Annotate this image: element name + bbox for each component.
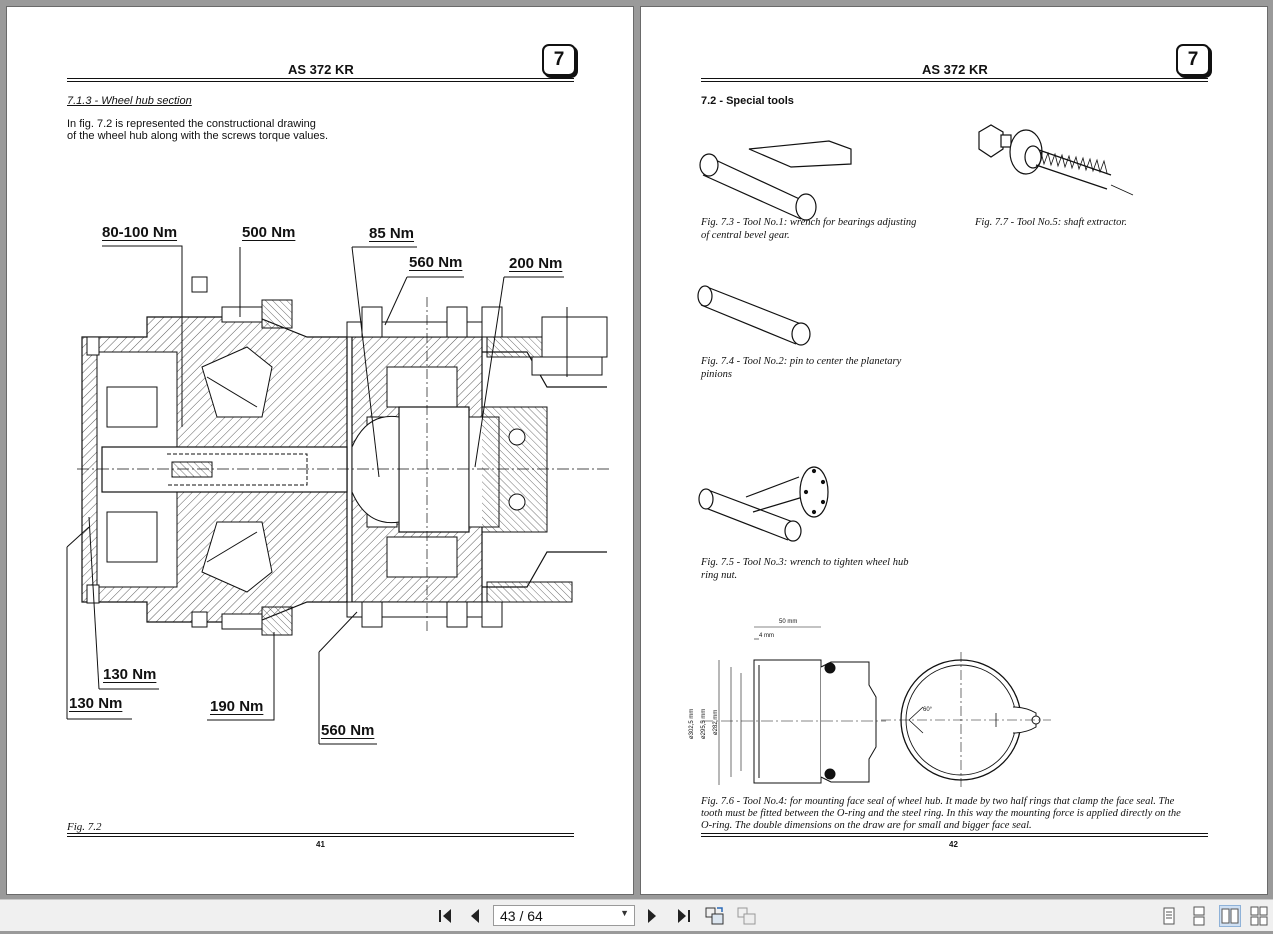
header-title: AS 372 KR — [288, 62, 354, 77]
footer-rule — [701, 833, 1208, 834]
caption-fig-7-3-line1: Fig. 7.3 - Tool No.1: wrench for bearing… — [701, 217, 917, 228]
right-document-page: AS 372 KR 7 7.2 - Special tools — [640, 6, 1268, 895]
tool-4-face-seal-drawing — [701, 626, 1051, 787]
chevron-down-icon: ▼ — [620, 908, 629, 918]
dimension-302: ø302,5 mm — [689, 708, 695, 739]
caption-fig-7-4-line1: Fig. 7.4 - Tool No.2: pin to center the … — [701, 356, 902, 367]
torque-label-80-100: 80-100 Nm — [102, 224, 178, 241]
page-number: 42 — [949, 840, 958, 849]
continuous-view-icon[interactable] — [1188, 905, 1210, 927]
rotate-icon[interactable] — [704, 905, 726, 927]
caption-fig-7-3-line2: of central bevel gear. — [701, 230, 790, 241]
footer-rule-double — [701, 836, 1208, 837]
tool-3-wrench-drawing — [698, 466, 829, 542]
tool-2-pin-drawing — [697, 285, 811, 346]
section-heading: 7.1.3 - Wheel hub section — [67, 95, 192, 107]
section-heading: 7.2 - Special tools — [701, 95, 794, 107]
intro-line-1: In fig. 7.2 is represented the construct… — [67, 118, 316, 130]
torque-label-130-a: 130 Nm — [103, 666, 157, 683]
previous-page-icon[interactable] — [466, 905, 484, 927]
caption-fig-7-6-line1: Fig. 7.6 - Tool No.4: for mounting face … — [701, 796, 1175, 807]
chapter-badge: 7 — [1176, 44, 1210, 76]
footer-rule — [67, 833, 574, 834]
page-number: 41 — [316, 840, 325, 849]
header-rule-double — [67, 81, 574, 82]
dimension-282: ø282 mm — [713, 709, 719, 735]
torque-label-85: 85 Nm — [369, 225, 415, 242]
chapter-badge: 7 — [542, 44, 576, 76]
torque-label-560-top: 560 Nm — [409, 254, 463, 271]
intro-line-2: of the wheel hub along with the screws t… — [67, 130, 329, 142]
wheel-hub-drawing — [66, 245, 612, 745]
torque-label-500: 500 Nm — [242, 224, 296, 241]
header-rule-double — [701, 81, 1208, 82]
torque-label-190: 190 Nm — [210, 698, 264, 715]
tool-1-wrench-drawing — [699, 140, 852, 221]
left-document-page: AS 372 KR 7 7.1.3 - Wheel hub section In… — [6, 6, 634, 895]
first-page-icon[interactable] — [436, 905, 456, 927]
torque-label-200: 200 Nm — [509, 255, 563, 272]
dimension-angle: 60° — [923, 707, 933, 713]
header-rule — [701, 78, 1208, 79]
dimension-295: ø295,5 mm — [701, 708, 707, 739]
footer-rule-double — [67, 836, 574, 837]
last-page-icon[interactable] — [673, 905, 693, 927]
dimension-4mm: 4 mm — [759, 633, 774, 639]
tool-5-shaft-extractor-drawing — [978, 124, 1134, 196]
header-title: AS 372 KR — [922, 62, 988, 77]
two-page-continuous-view-icon[interactable] — [1248, 905, 1270, 927]
caption-fig-7-6-line2: tooth must be fitted between the O-ring … — [701, 808, 1181, 819]
torque-label-130-b: 130 Nm — [69, 695, 123, 712]
caption-fig-7-5-line1: Fig. 7.5 - Tool No.3: wrench to tighten … — [701, 557, 909, 568]
viewer-toolbar: 43 / 64 ▼ — [0, 899, 1273, 931]
fit-page-icon[interactable] — [736, 905, 758, 927]
figure-label: Fig. 7.2 — [67, 821, 102, 833]
dimension-50mm: 50 mm — [779, 619, 798, 625]
page-indicator: 43 / 64 — [500, 908, 543, 924]
torque-label-560-bottom: 560 Nm — [321, 722, 375, 739]
header-rule — [67, 78, 574, 79]
two-page-view-icon[interactable] — [1219, 905, 1241, 927]
special-tools-drawings — [697, 124, 1134, 787]
single-page-view-icon[interactable] — [1158, 905, 1180, 927]
caption-fig-7-6-line3: O-ring. The double dimensions on the dra… — [701, 820, 1032, 831]
caption-fig-7-7: Fig. 7.7 - Tool No.5: shaft extractor. — [975, 217, 1127, 228]
caption-fig-7-4-line2: pinions — [701, 369, 732, 380]
page-number-select[interactable]: 43 / 64 ▼ — [493, 905, 635, 926]
caption-fig-7-5-line2: ring nut. — [701, 570, 738, 581]
next-page-icon[interactable] — [643, 905, 661, 927]
